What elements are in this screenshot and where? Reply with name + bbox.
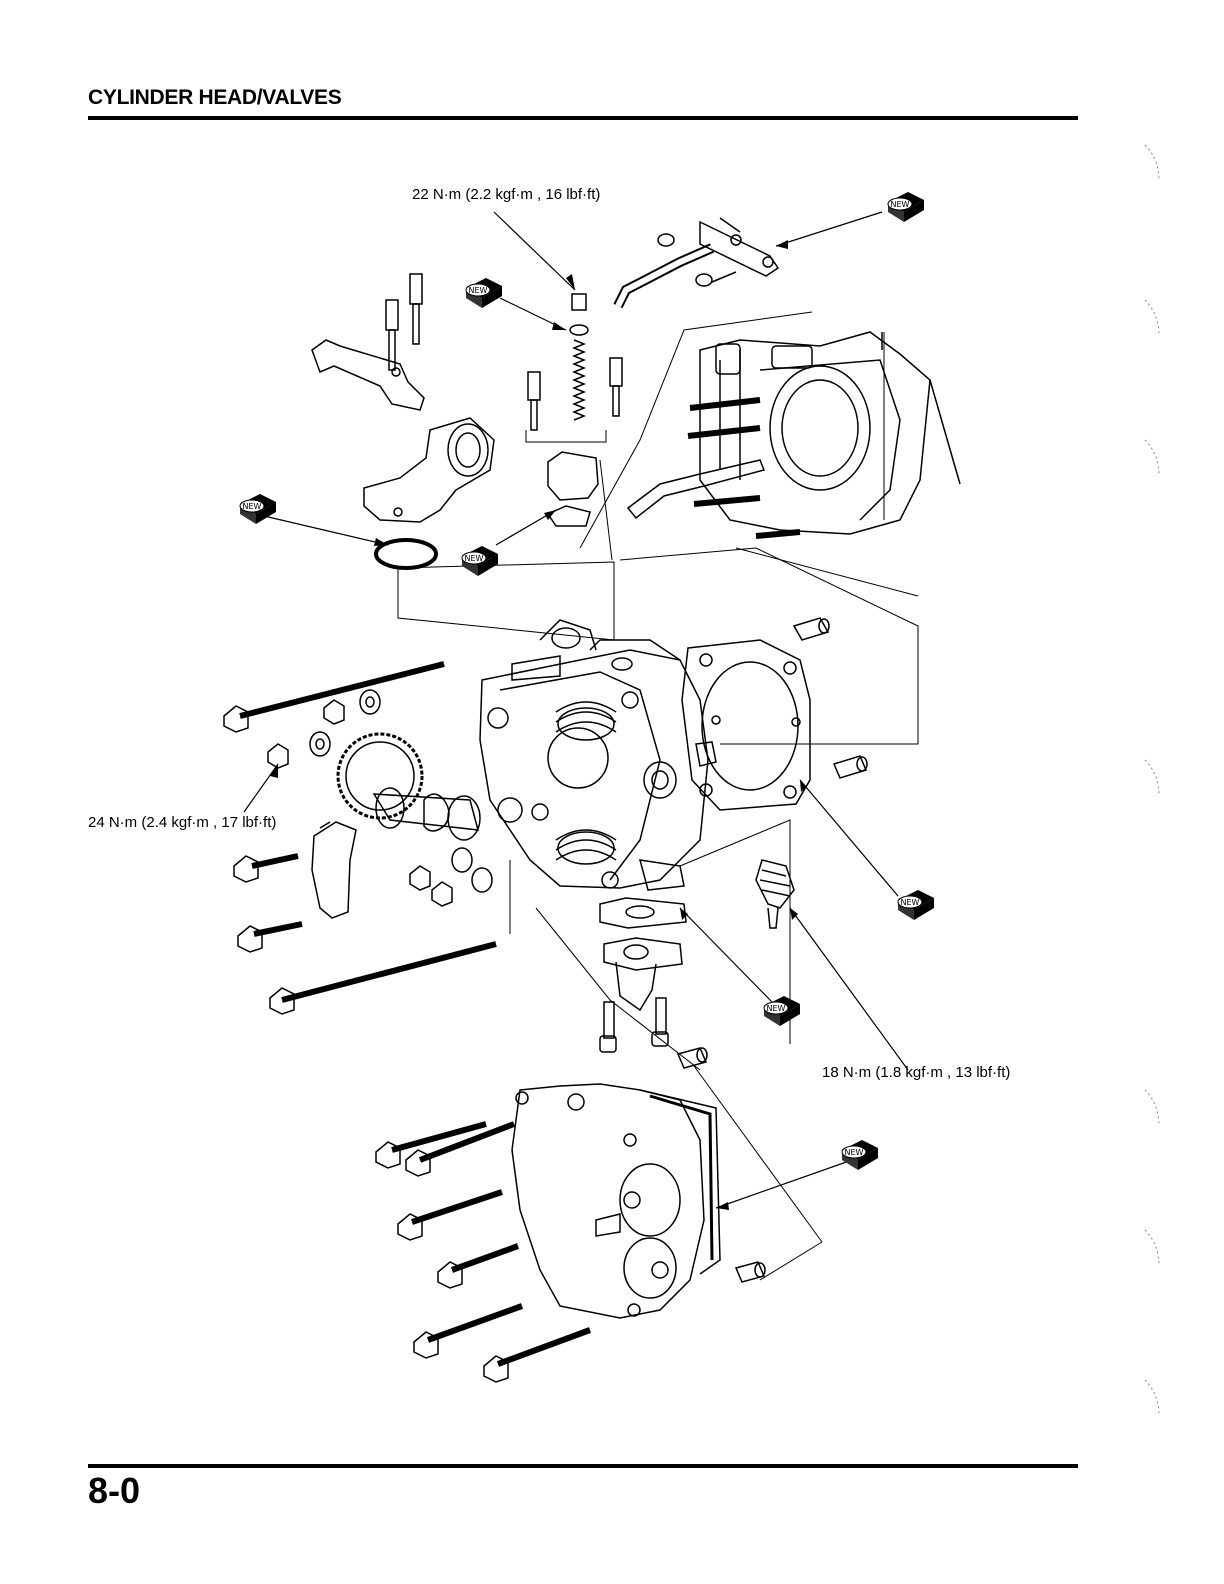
- cam-holder: [312, 822, 356, 918]
- cylinder-block: [628, 332, 960, 536]
- torque-callout-tensioner: 22 N·m (2.2 kgf·m , 16 lbf·ft): [412, 186, 600, 203]
- head-bolts: [224, 664, 496, 1014]
- svg-text:NEW: NEW: [465, 554, 484, 563]
- torque-callout-cam-nut: 24 N·m (2.4 kgf·m , 17 lbf·ft): [88, 814, 276, 831]
- new-part-icon: NEW: [884, 190, 930, 224]
- new-part-icon: NEW: [458, 544, 504, 578]
- head-gasket: [682, 640, 810, 810]
- construction-lines: [398, 312, 918, 744]
- new-part-icon: NEW: [894, 888, 940, 922]
- dowels: [794, 618, 867, 778]
- new-part-icon: NEW: [462, 276, 508, 310]
- svg-text:NEW: NEW: [845, 1148, 864, 1157]
- svg-text:NEW: NEW: [243, 502, 262, 511]
- head-cover: [512, 1084, 720, 1318]
- intake-insulator: [364, 418, 494, 522]
- svg-text:NEW: NEW: [901, 898, 920, 907]
- cam-sprocket: [338, 734, 422, 818]
- cylinder-head: [480, 620, 716, 890]
- svg-text:NEW: NEW: [469, 286, 488, 295]
- svg-text:NEW: NEW: [891, 200, 910, 209]
- spark-plug: [756, 860, 794, 928]
- footer-rule: [88, 1464, 1078, 1468]
- new-part-icon: NEW: [838, 1138, 884, 1172]
- cover-construction-lines: [510, 820, 822, 1280]
- page-number: 8-0: [88, 1470, 140, 1512]
- pipe-flange: [618, 218, 778, 306]
- o-ring: [376, 540, 436, 568]
- torque-callout-spark-plug: 18 N·m (1.8 kgf·m , 13 lbf·ft): [822, 1064, 1010, 1081]
- cover-dowels: [678, 1048, 765, 1282]
- cover-bolts: [376, 1124, 590, 1382]
- exhaust-gasket: [600, 898, 686, 1010]
- tensioner: [526, 294, 606, 526]
- arrow-heads: [270, 240, 807, 1210]
- bracket: [312, 340, 424, 410]
- new-part-icon: NEW: [760, 994, 806, 1028]
- new-part-icon: NEW: [236, 492, 282, 526]
- svg-text:NEW: NEW: [767, 1004, 786, 1013]
- camshaft: [374, 788, 480, 840]
- binding-marks: [1140, 140, 1170, 1430]
